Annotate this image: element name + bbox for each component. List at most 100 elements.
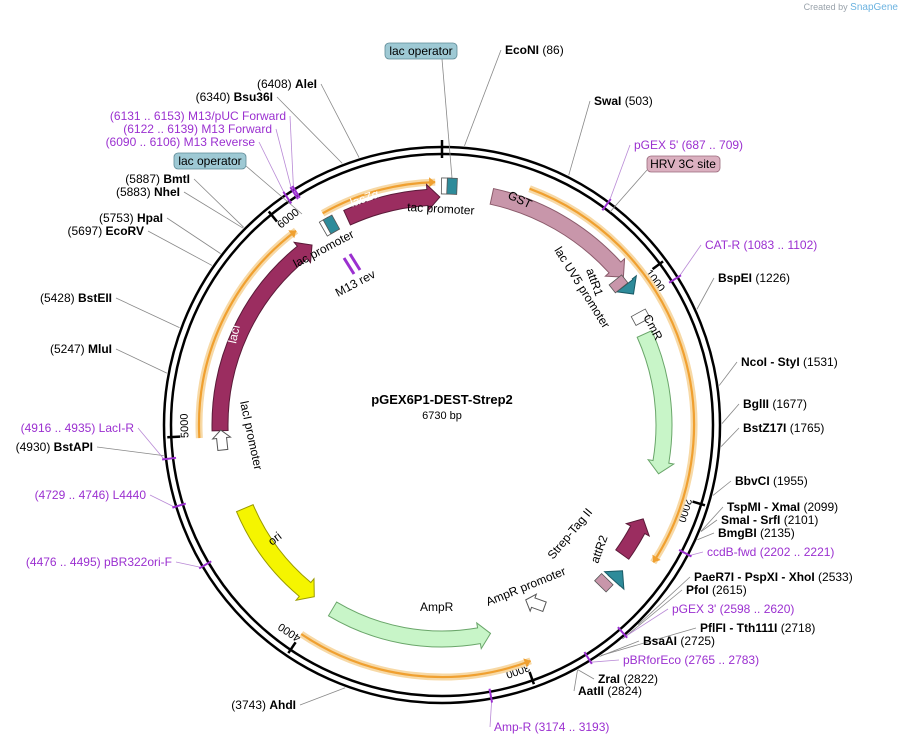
leader-nhei [183,191,244,229]
tick-mark-3000 [528,671,536,685]
site-label-smai-srfi: SmaI - SrfI (2101) [721,513,818,527]
site-label-bsaai: BsaAI (2725) [643,634,715,648]
primer-leader-m13-forward [275,128,292,190]
leader-bbvci [712,480,732,496]
primer-mark-amp-r [488,688,494,703]
leader-bsteii [115,297,180,328]
hrv3c-site-label: HRV 3C site [650,157,716,171]
lacza-extent-arc [320,177,436,217]
primer-leader-ccdb-fwd [689,551,704,556]
primer-leader-pbrforeco [590,659,620,663]
feature-label-tac-promoter: tac promoter [407,200,475,218]
feature-label-attr2: attR2 [588,533,611,565]
feature-label-strep-tag: Strep-Tag II [545,505,596,562]
strep-tag-glyph [594,573,614,593]
site-label-swai: SwaI (503) [594,94,653,108]
leader-bmti [193,178,244,228]
feature-label-laci: lacI [225,323,243,344]
ampr-gene-arrow [327,601,492,650]
site-label-pflfi-tth111i: PflFI - Tth111I (2718) [700,621,815,635]
site-label-zrai: ZraI (2822) [598,672,658,686]
leader-bspei [696,277,715,310]
leader-swai [568,100,591,176]
site-label-bspei: BspEI (1226) [718,271,790,285]
lac-operator-left-box: lac operator [173,152,247,170]
leader-mlui [115,348,168,374]
snapgene-credit: Created by SnapGene [804,2,898,13]
primer-label-pbrforeco: pBRforEco (2765 .. 2783) [623,653,759,667]
primer-leader-m13-reverse [258,141,285,194]
primer-leader-pgex-5 [609,144,631,201]
leader-bglii [721,403,740,424]
primer-leader-pgex-3 [625,608,669,637]
site-label-ecorv: (5697) EcoRV [68,224,145,238]
tick-mark-1000 [651,260,664,271]
lac-operator-left-label: lac operator [178,154,241,168]
primer-label-m13-puc-forward: (6131 .. 6153) M13/pUC Forward [110,109,286,123]
site-label-tspmi-xmai: TspMI - XmaI (2099) [727,500,838,514]
leader-ecorv [147,230,213,266]
site-label-bsu36i: (6340) Bsu36I [196,90,273,104]
leader-aatii [573,669,578,692]
leader-pfoi [622,589,683,640]
primer-label-laci-r: (4916 .. 4935) LacI-R [21,421,135,435]
site-labels: EcoNI (86)SwaI (503)BspEI (1226)NcoI - S… [16,43,853,734]
cmr-gene-arrow [636,330,676,475]
snapgene-logo-text: SnapGene [850,2,898,13]
hrv3c-leader [609,169,648,213]
ori-origin-arrow [235,504,315,601]
tick-mark-2000 [692,500,706,507]
site-label-bglii: BglII (1677) [743,397,807,411]
site-label-bsteii: (5428) BstEII [40,291,112,305]
leader-hpai [166,217,221,254]
site-label-bstz17i: BstZ17I (1765) [743,421,824,435]
site-label-pfoi: PfoI (2615) [686,583,747,597]
primer-mark-ccdb-fwd [678,549,692,558]
primer-label-pbr322ori-f: (4476 .. 4495) pBR322ori-F [26,555,172,569]
leader-bstz17i [720,427,740,447]
site-label-aatii: AatII (2824) [578,684,642,698]
plasmid-name: pGEX6P1-DEST-Strep2 [371,392,513,407]
leader-paer7i-pspxi-xhoi [638,576,691,625]
site-label-bbvci: BbvCI (1955) [735,474,808,488]
leader-zrai [577,669,595,680]
primer-label-amp-r: Amp-R (3174 .. 3193) [494,720,609,734]
gst-gene-arrow [489,187,626,278]
tick-mark-5000 [167,435,181,439]
feature-label-ampr-promoter: AmpR promoter [484,564,568,609]
primer-mark-m13-forward [289,186,299,200]
primer-leader-m13-puc-forward [289,115,294,188]
site-label-mlui: (5247) MluI [50,342,112,356]
primer-leader-cat-r [678,244,702,277]
feature-label-laci-promoter: lacI promoter [237,400,265,471]
primer-mark-cat-r [668,274,682,284]
primer-mark-pgex-3 [617,626,628,639]
primer-label-cat-r: CAT-R (1083 .. 1102) [705,238,817,252]
lac-operator-top-box: lac operator [384,42,458,60]
feature-label-ampr: AmpR [420,600,454,614]
site-label-ncoi-styi: NcoI - StyI (1531) [741,355,838,369]
lac-operator-top-glyph [446,177,458,195]
primer-mark-pgex-5 [601,198,612,211]
leader-econi [464,49,502,147]
laci-gene-arrow [211,241,313,432]
primer-label-l4440: (4729 .. 4746) L4440 [35,488,147,502]
leader-smai-srfi [700,519,718,532]
laci-extent-arc [195,227,299,439]
attr2-site-arrow [603,570,625,591]
site-label-nhei: (5883) NheI [116,185,180,199]
gst-cmr-extent-arc [528,185,698,565]
primer-mark-laci-r [162,456,177,461]
leader-alei [320,83,360,158]
credit-created-by: Created by [803,2,848,12]
tick-mark-4000 [287,641,297,654]
feature-label-m13rev: M13 rev [333,267,378,300]
leader-pflfi-tth111i [600,627,697,656]
primer-mark-l4440 [172,502,187,509]
ampr-promoter-arrow [525,593,547,613]
primer-mark-m13-reverse [282,191,293,204]
primer-mark-pbrforeco [583,651,593,665]
tick-label-5000: 5000 [178,413,191,438]
lac-operator-top-label: lac operator [389,44,452,58]
